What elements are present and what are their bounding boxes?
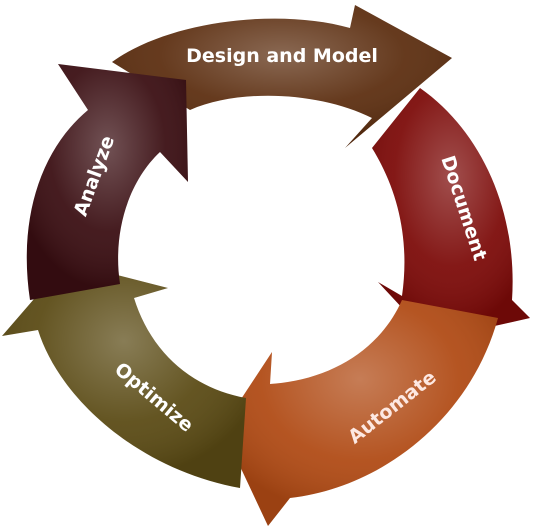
stage-analyze-gloss bbox=[26, 64, 188, 300]
stage-analyze: Analyze bbox=[26, 64, 188, 300]
stage-document-gloss bbox=[372, 88, 530, 340]
stage-design-and-model-gloss bbox=[112, 5, 452, 148]
stage-design-and-model: Design and Model bbox=[112, 5, 452, 148]
stage-optimize-gloss bbox=[2, 262, 246, 488]
stage-document: Document bbox=[372, 88, 530, 340]
stage-optimize: Optimize bbox=[2, 262, 246, 488]
stage-design-and-model-label: Design and Model bbox=[186, 45, 378, 67]
stage-automate: Automate bbox=[222, 300, 498, 526]
stage-automate-gloss bbox=[222, 300, 498, 526]
